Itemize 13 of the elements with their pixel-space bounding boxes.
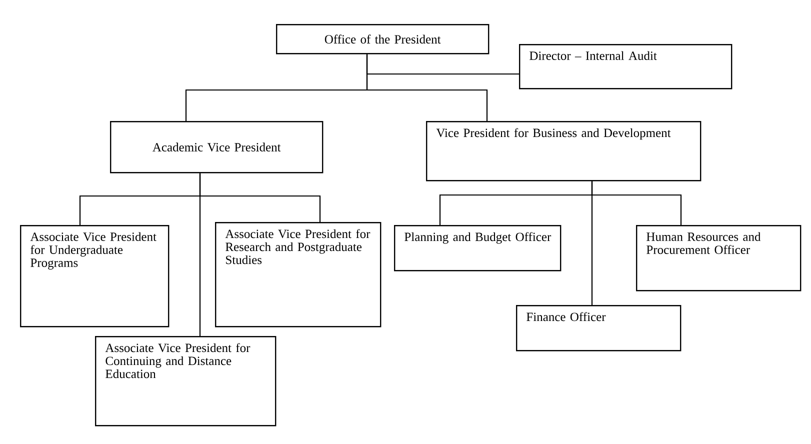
org-box: Planning and Budget Officer [394, 225, 562, 272]
org-box: Associate Vice President for Research and Postgraduate Studies [215, 222, 382, 328]
connector [199, 173, 201, 336]
org-box: Office of the President [276, 24, 490, 54]
org-box: Director – Internal Audit [519, 44, 732, 90]
org-box: Human Resources and Procurement Officer [636, 225, 802, 292]
connector [366, 54, 488, 121]
org-box: Associate Vice President for Undergraduate Programs [20, 225, 170, 328]
org-box: Academic Vice President [110, 121, 324, 174]
org-box: Vice President for Business and Development [426, 121, 702, 182]
org-box: Finance Officer [516, 305, 682, 352]
connector [591, 181, 593, 305]
org-box: Associate Vice President for Continuing and Distance Education [95, 336, 276, 426]
